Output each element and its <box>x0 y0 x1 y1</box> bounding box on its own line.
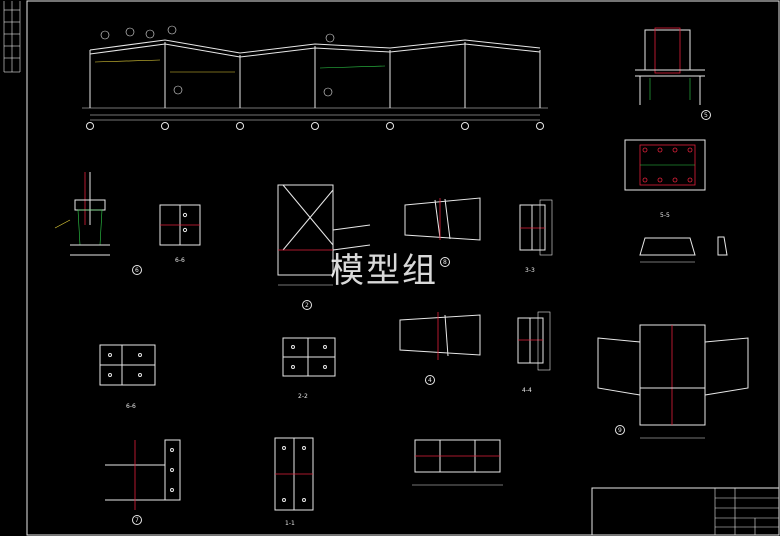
section-label-6-6-top: 6-6 <box>175 257 185 264</box>
detail-number-4: 4 <box>428 377 432 384</box>
section-6-6-second: 6-6 <box>99 344 156 410</box>
base-plate-elevation: 5 <box>635 27 711 120</box>
detail-6: 6 <box>54 172 142 275</box>
section-2-2: 2-2 <box>282 337 336 400</box>
section-label-6-6: 6-6 <box>126 403 136 410</box>
section-label-4-4: 4-4 <box>522 387 532 394</box>
detail-number-2: 2 <box>305 302 309 309</box>
detail-8: 8 <box>404 197 481 267</box>
section-4-4: 4-4 <box>517 311 551 394</box>
beam-detail <box>412 439 503 486</box>
section-1-1: 1-1 <box>274 437 314 527</box>
detail-number-6: 6 <box>135 267 139 274</box>
frame-elevation <box>82 25 548 130</box>
detail-2: 2 <box>277 184 371 310</box>
detail-9: 9 <box>597 324 749 439</box>
detail-number-8: 8 <box>443 259 447 266</box>
small-profile-details <box>639 236 728 263</box>
detail-4: 4 <box>399 312 481 385</box>
section-6-6: 6-6 <box>159 204 201 264</box>
detail-number-5: 5 <box>704 112 708 119</box>
detail-number-7: 7 <box>135 517 139 524</box>
watermark-text: 模型组 <box>330 251 438 291</box>
section-label-5-5: 5-5 <box>660 212 670 219</box>
section-5-5-plan: 5-5 <box>624 139 706 219</box>
section-3-3: 3-3 <box>519 199 553 274</box>
section-label-3-3: 3-3 <box>525 267 535 274</box>
title-block <box>591 487 780 536</box>
section-label-1-1: 1-1 <box>285 520 295 527</box>
detail-number-9: 9 <box>618 427 622 434</box>
section-label-2-2: 2-2 <box>298 393 308 400</box>
sheet-border <box>3 0 780 536</box>
detail-7: 7 <box>105 439 181 525</box>
